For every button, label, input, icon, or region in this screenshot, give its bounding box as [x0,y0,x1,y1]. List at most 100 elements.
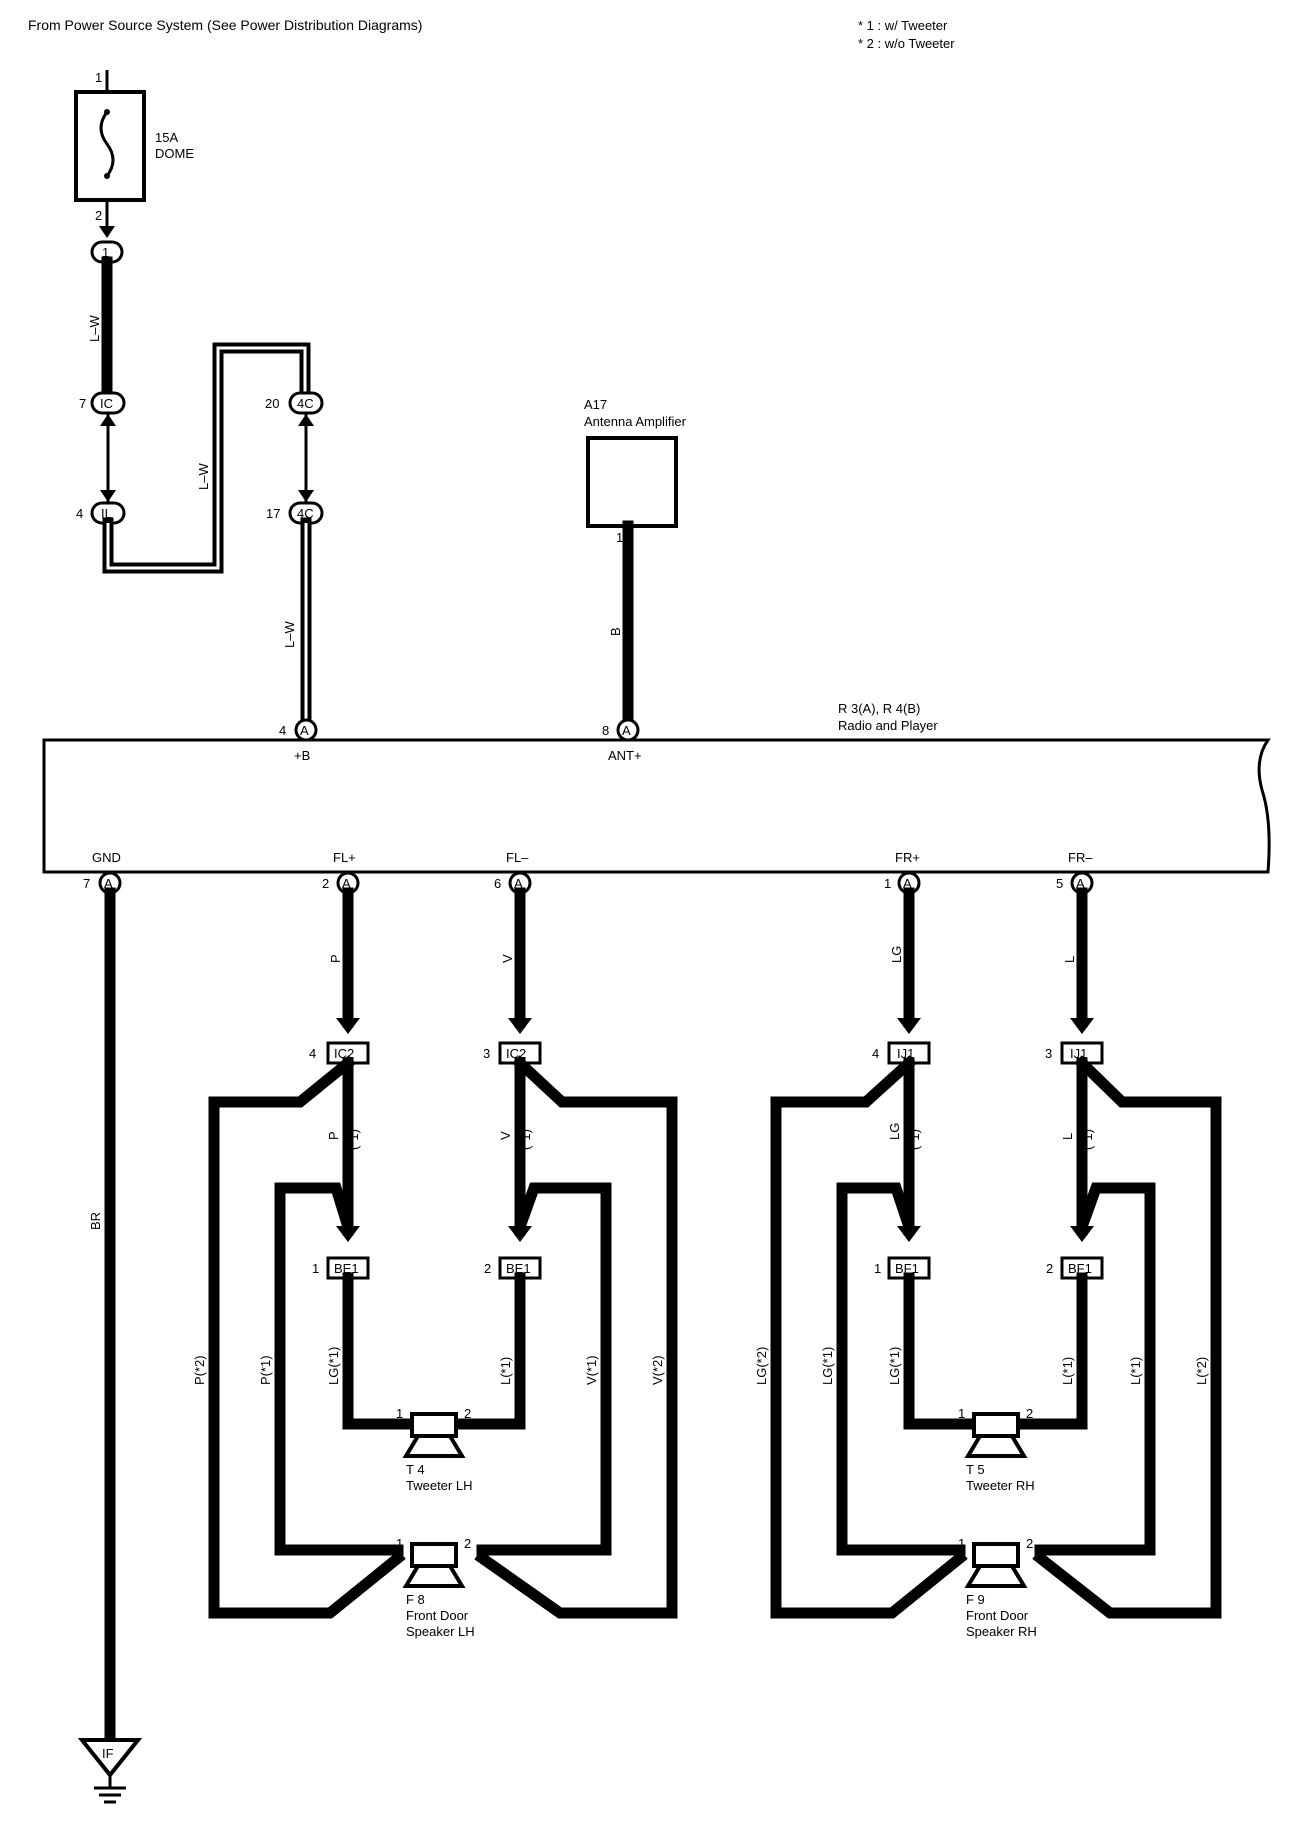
antenna-code: A17 [584,397,607,412]
junction-4c-top-pin: 20 [265,396,279,411]
antenna-amplifier: A17 Antenna Amplifier 1 B [584,397,687,728]
f8-name1: Front Door [406,1608,469,1623]
source-note: From Power Source System (See Power Dist… [28,17,422,33]
f9-name2: Speaker RH [966,1624,1037,1639]
radio-plusb-conn: A [300,723,309,738]
junction-1-label: 1 [102,245,109,260]
wire-label-lh-right-outer: V(*2) [650,1355,665,1385]
junction-il-label: IL [101,506,112,521]
radio-flp-pin: 2 [322,876,329,891]
radio-flm-conn: A [514,876,523,891]
t5-pin2: 2 [1026,1406,1033,1421]
fuse-pin-in: 1 [95,70,102,85]
f9-pin2: 2 [1026,1536,1033,1551]
bf1a-pin: 1 [874,1261,881,1276]
fuse-rating: 15A [155,130,178,145]
note-no-tweeter: * 2 : w/o Tweeter [858,36,955,51]
wire-label-rh-left-outer: LG(*2) [754,1347,769,1385]
wire-label-lh-left-outer: P(*2) [192,1355,207,1385]
wire-label-rh-left-inner: LG(*1) [820,1347,835,1385]
ij1a-pin: 4 [872,1046,879,1061]
bf1b-pin: 2 [1046,1261,1053,1276]
t4-pin1: 1 [396,1406,403,1421]
junction-4c-bottom-label: 4C [297,506,314,521]
wire-label-lh-tw-left: LG(*1) [326,1347,341,1385]
be1b-pin: 2 [484,1261,491,1276]
junction-4c-top-label: 4C [297,396,314,411]
wire-label-p: P [328,954,343,963]
wire-label-br: BR [88,1212,103,1230]
bf1b-label: BF1 [1068,1261,1092,1276]
junction-4c-bottom-pin: 17 [266,506,280,521]
t4-pin2: 2 [464,1406,471,1421]
wire-label-v1: V [498,1131,513,1140]
f8-pin2: 2 [464,1536,471,1551]
junction-ic-pin: 7 [79,396,86,411]
radio-frp-label: FR+ [895,850,920,865]
radio-plusb-pin: 4 [279,723,286,738]
power-feed: 1 2 15A DOME 1 L–W IC 7 IL 4 L–W 4C 20 4… [74,70,324,728]
t4-name: Tweeter LH [406,1478,472,1493]
left-speaker-circuit: P V IC2 4 IC2 3 P(*2) V(*2) P (*1) V (*1… [192,887,678,1639]
radio-flp-conn: A [342,876,351,891]
note-tweeter: * 1 : w/ Tweeter [858,18,948,33]
ground-point [77,1738,143,1779]
radio-frp-conn: A [903,876,912,891]
antenna-box [586,436,678,528]
fuse-icon [99,111,115,177]
f9-pin1: 1 [958,1536,965,1551]
fuse-name: DOME [155,146,194,161]
antenna-pin: 1 [616,530,623,545]
t5-pin1: 1 [958,1406,965,1421]
wire-label-b: B [608,627,623,636]
wire-label-l-star: (*1) [1080,1129,1095,1150]
be1a-pin: 1 [312,1261,319,1276]
radio-pin-ant [616,718,640,742]
radio-gnd-label: GND [92,850,121,865]
wire-label-v: V [500,954,515,963]
ic2b-pin: 3 [483,1046,490,1061]
tweeter-lh-icon [410,1412,458,1438]
radio-player: R 3(A), R 4(B) Radio and Player A 4 +B A… [42,701,1271,895]
ground-label: IF [102,1746,114,1761]
wire-label-lh-left-inner: P(*1) [258,1355,273,1385]
radio-ant-label: ANT+ [608,748,642,763]
wire-label-rh-tw-left: LG(*1) [887,1347,902,1385]
junction-il-pin: 4 [76,506,83,521]
radio-body [42,738,1271,874]
junction-ic-label: IC [100,396,113,411]
wire-label-lg1: LG [887,1123,902,1140]
radio-gnd-conn: A [104,876,113,891]
antenna-name: Antenna Amplifier [584,414,687,429]
ij1b-pin: 3 [1045,1046,1052,1061]
t5-code: T 5 [966,1462,985,1477]
wire-label-p-star: (*1) [346,1129,361,1150]
wire-label-lg: LG [889,946,904,963]
f8-name2: Speaker LH [406,1624,475,1639]
wire-label-lw2: L–W [196,463,211,490]
radio-flm-pin: 6 [494,876,501,891]
radio-flp-label: FL+ [333,850,356,865]
f8-pin1: 1 [396,1536,403,1551]
radio-frm-label: FR– [1068,850,1093,865]
wire-label-lh-right-inner: V(*1) [584,1355,599,1385]
wire-label-rh-tw-right: L(*1) [1060,1357,1075,1385]
wire-label-lw3: L–W [282,621,297,648]
right-speaker-circuit: LG L IJ1 4 IJ1 3 LG(*2) L(*2) LG (*1) L … [754,887,1222,1639]
be1a-label: BE1 [334,1261,359,1276]
wire-label-rh-right-inner: L(*1) [1128,1357,1143,1385]
wire-label-rh-right-outer: L(*2) [1194,1357,1209,1385]
radio-gnd-pin: 7 [83,876,90,891]
radio-frm-pin: 5 [1056,876,1063,891]
radio-plusb-label: +B [294,748,310,763]
t4-code: T 4 [406,1462,425,1477]
bf1a-label: BF1 [895,1261,919,1276]
f9-name1: Front Door [966,1608,1029,1623]
f9-code: F 9 [966,1592,985,1607]
radio-name: Radio and Player [838,718,938,733]
tweeter-rh-icon [972,1412,1020,1438]
t5-name: Tweeter RH [966,1478,1035,1493]
radio-frm-conn: A [1076,876,1085,891]
be1b-label: BE1 [506,1261,531,1276]
